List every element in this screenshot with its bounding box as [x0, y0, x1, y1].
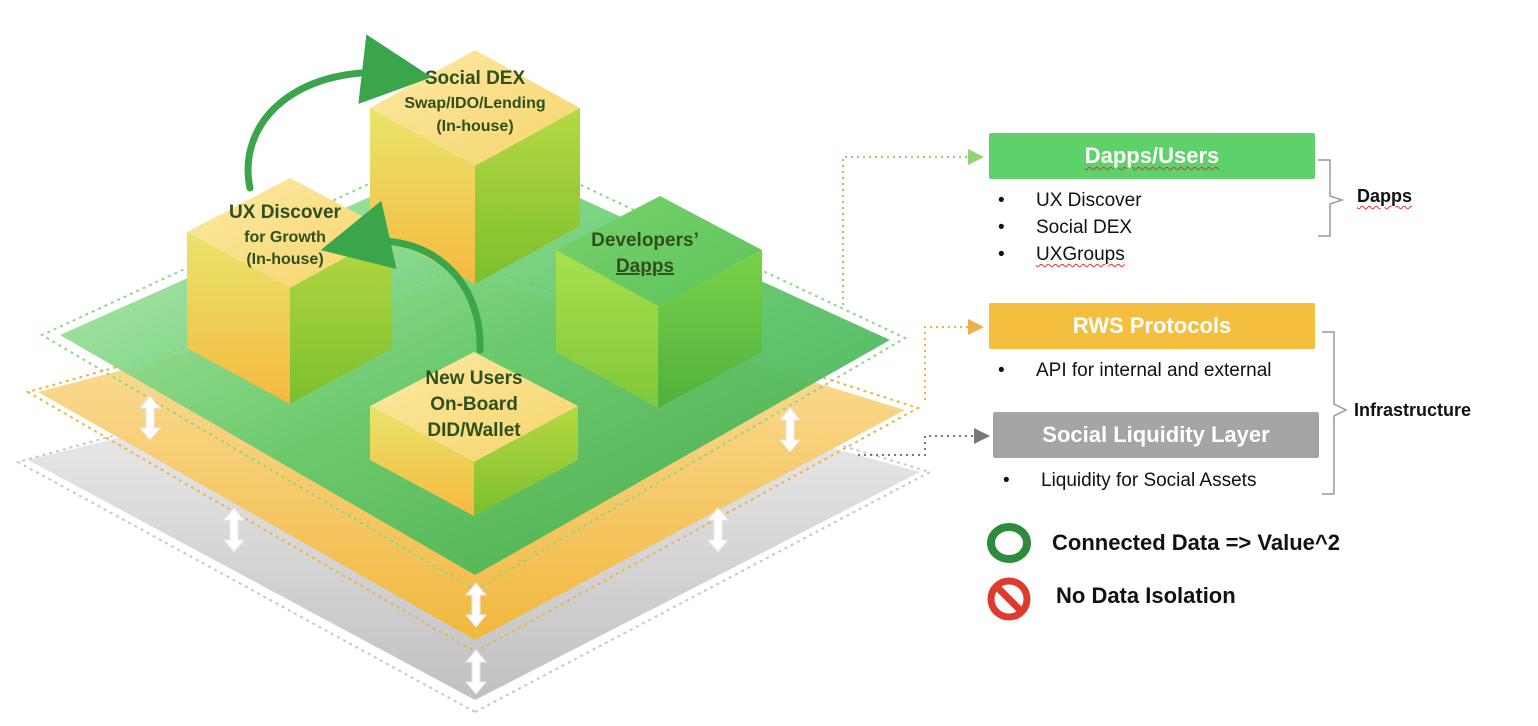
double-arrow-icon — [138, 395, 162, 441]
new-users-label-line1: New Users — [425, 368, 522, 389]
list-item: Liquidity for Social Assets — [993, 467, 1256, 494]
layer-link-arrows — [138, 395, 802, 695]
double-arrow-icon — [222, 507, 246, 553]
curved-arrow-icon — [244, 34, 432, 192]
social-liquidity-list: Liquidity for Social Assets — [993, 467, 1256, 494]
svg-text:(In-house): (In-house) — [436, 118, 513, 135]
rws-protocols-list: API for internal and external — [988, 357, 1272, 384]
rws-protocols-banner: RWS Protocols — [989, 303, 1315, 349]
svg-text:On-Board: On-Board — [430, 394, 518, 415]
double-arrow-icon — [706, 507, 730, 553]
list-item: UX Discover — [988, 187, 1142, 214]
ux-discover-label-line3: (In-house) — [246, 251, 323, 268]
developers-label-line1: Developers’ — [591, 230, 699, 251]
green-ring-icon — [987, 523, 1031, 563]
new-users-label-line3: DID/Wallet — [427, 420, 521, 441]
svg-text:Social DEX: Social DEX — [425, 68, 526, 89]
rws-protocols-title: RWS Protocols — [1072, 313, 1232, 338]
infrastructure-brace — [1322, 331, 1348, 495]
svg-text:(In-house): (In-house) — [246, 251, 323, 268]
no-entry-icon — [987, 577, 1031, 621]
layer-connectors — [842, 149, 990, 456]
svg-text:DID/Wallet: DID/Wallet — [427, 420, 521, 441]
panel-braces — [1318, 159, 1348, 495]
curved-arrow-icon — [320, 200, 484, 354]
ux-discover-label-line2: for Growth — [244, 229, 326, 246]
legend-connected-text: Connected Data => Value^2 — [1052, 530, 1340, 555]
svg-text:Dapps: Dapps — [616, 256, 674, 277]
dapps-users-title: Dapps/Users — [1084, 143, 1220, 168]
social-dex-label-line3: (In-house) — [436, 118, 513, 135]
double-arrow-icon — [778, 407, 802, 453]
social-liquidity-title: Social Liquidity Layer — [1042, 422, 1270, 447]
dapps-users-banner: Dapps/Users — [989, 133, 1315, 179]
svg-text:New Users: New Users — [425, 368, 522, 389]
svg-text:UX Discover: UX Discover — [229, 202, 342, 223]
double-arrow-icon — [464, 582, 488, 628]
new-users-cube: New Users On-Board DID/Wallet — [370, 352, 578, 516]
new-users-label-line2: On-Board — [430, 394, 518, 415]
uxgroups-text: UXGroups — [1036, 244, 1125, 265]
ux-discover-label-line1: UX Discover — [229, 202, 342, 223]
developers-label-line2: Dapps — [616, 256, 674, 277]
list-item: Social DEX — [988, 214, 1142, 241]
svg-text:Developers’: Developers’ — [591, 230, 699, 251]
double-arrow-icon — [464, 649, 488, 695]
social-dex-label-line1: Social DEX — [425, 68, 526, 89]
dapps-brace-label: Dapps — [1357, 186, 1413, 206]
svg-text:for Growth: for Growth — [244, 229, 326, 246]
legend-icons — [987, 523, 1031, 621]
list-item: UXGroups — [988, 241, 1142, 268]
developers-dapps-cube: Developers’ Dapps — [556, 196, 762, 408]
legend-isolation-text: No Data Isolation — [1056, 583, 1236, 608]
infrastructure-brace-label: Infrastructure — [1354, 400, 1472, 420]
social-dex-label-line2: Swap/IDO/Lending — [404, 95, 545, 112]
dapps-users-list: UX Discover Social DEX UXGroups — [988, 187, 1142, 268]
dapps-brace — [1318, 159, 1345, 237]
list-item: API for internal and external — [988, 357, 1272, 384]
svg-text:Swap/IDO/Lending: Swap/IDO/Lending — [404, 95, 545, 112]
social-liquidity-banner: Social Liquidity Layer — [993, 412, 1319, 458]
growth-flow-arrows — [244, 34, 484, 354]
